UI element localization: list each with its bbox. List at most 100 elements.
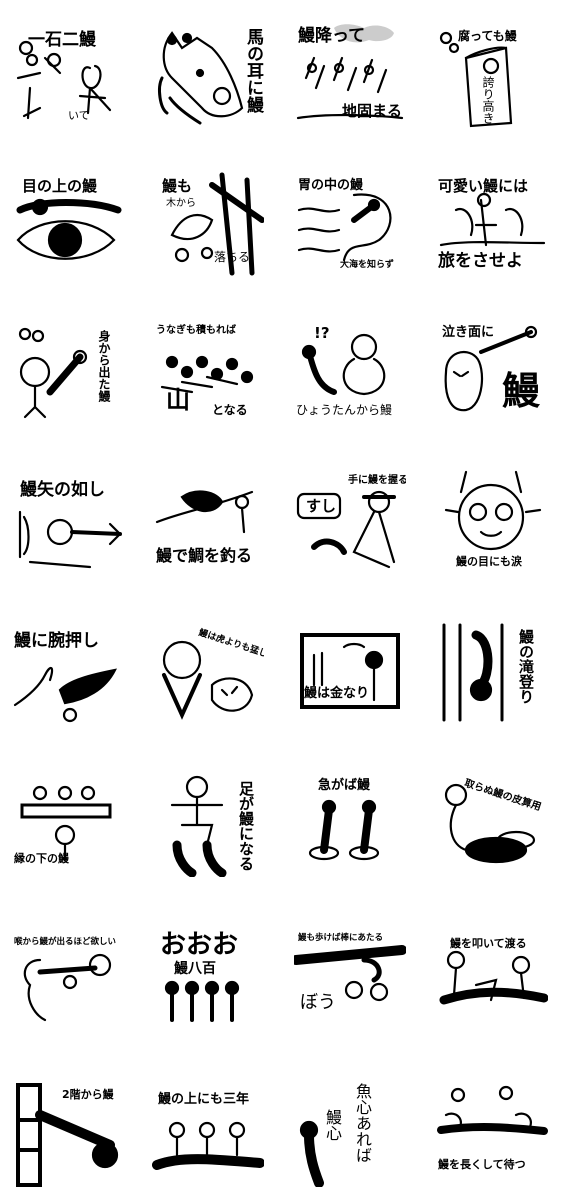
eel-tree-icon [170, 172, 264, 276]
caption: 手に鰻を握る [348, 475, 406, 486]
rotten-eel-trophy-icon [439, 31, 513, 128]
sticker-20[interactable]: 鰻の滝登り [436, 615, 548, 727]
caption: 鰻は金なり [304, 686, 370, 701]
gourd-eel-icon [301, 333, 386, 396]
eel-rain-icon [296, 24, 404, 120]
caption: 2階から鰻 [62, 1088, 114, 1101]
horse-eel-icon [158, 31, 244, 125]
caption-sub: となる [212, 403, 248, 417]
sticker-32[interactable]: 鰻を長くして待つ [436, 1075, 548, 1187]
caption: 魚心あれば [353, 1083, 372, 1163]
sticker-22[interactable]: 足が鰻になる [152, 765, 264, 877]
caption-sub: 誇り高き [481, 76, 495, 124]
sticker-28[interactable]: 鰻を叩いて渡る [436, 920, 548, 1032]
caption: 鰻の滝登り [517, 629, 535, 704]
sticker-27[interactable]: 鰻も歩けば棒にあたる ぼう [294, 920, 406, 1032]
caption-sub: 山 [166, 386, 190, 414]
sticker-17[interactable]: 鰻に腕押し [10, 615, 122, 727]
caption-sub: すし [306, 497, 337, 515]
caption: うなぎも積もれば [156, 325, 236, 336]
sticker-24[interactable]: 取らぬ鰻の皮算用 [436, 765, 548, 877]
caption: ひょうたんから鰻 [296, 403, 393, 417]
eel-stick-icon [294, 945, 406, 1002]
eel-waterfall-icon [442, 623, 504, 722]
sticker-12[interactable]: 泣き面に 鰻 [436, 312, 548, 424]
eel-from-body-icon [18, 327, 88, 419]
sticker-9[interactable]: 身から出た鰻 [10, 312, 122, 424]
caption: 可愛い鰻には [438, 177, 529, 195]
eel-second-floor-icon [16, 1083, 119, 1187]
caption-sub: !? [314, 324, 330, 342]
sticker-13[interactable]: 鰻矢の如し [10, 462, 122, 574]
sticker-4[interactable]: 腐っても鰻 誇り高き [436, 18, 548, 130]
sticker-30[interactable]: 鰻の上にも三年 [152, 1075, 264, 1187]
sticker-16[interactable]: 鰻の目にも涙 [436, 462, 548, 574]
sticker-15[interactable]: 手に鰻を握る すし [294, 462, 406, 574]
caption: 目の上の鰻 [22, 177, 98, 195]
sticker-2[interactable]: 馬の耳に鰻 [152, 18, 264, 130]
caption-sub: 地固まる [342, 102, 403, 120]
eel-arm-push-icon [13, 667, 117, 723]
caption-sub: 木から [166, 198, 196, 209]
sticker-26[interactable]: おおお 鰻八百 [152, 920, 264, 1032]
sticker-29[interactable]: 2階から鰻 [10, 1075, 122, 1187]
caption-sub: 旅をさせよ [438, 251, 523, 271]
caption: 泣き面に [442, 325, 495, 340]
sticker-5[interactable]: 目の上の鰻 [10, 165, 122, 277]
caption: 鰻矢の如し [20, 480, 105, 500]
caption: 一石二鰻 [28, 30, 96, 50]
caption: 鰻を叩いて渡る [450, 937, 527, 950]
eel-two-birds-stone-icon [16, 40, 112, 120]
caption: 鰻を長くして待つ [438, 1158, 526, 1171]
caption: 腐っても鰻 [458, 29, 517, 43]
sticker-18[interactable]: 鰻は虎よりも猛し [152, 615, 264, 727]
eel-under-floor-icon [20, 785, 112, 862]
sticker-21[interactable]: 縁の下の鰻 [10, 765, 122, 877]
sticker-14[interactable]: 鰻で鯛を釣る [152, 462, 264, 574]
caption: 鰻八百 [174, 961, 216, 977]
sticker-6[interactable]: 鰻も 木から 落ちる [152, 165, 264, 277]
caption-sub: 落ちる [214, 250, 251, 264]
sticker-8[interactable]: 可愛い鰻には 旅をさせよ [436, 165, 548, 277]
caption-sub: 鰻心 [323, 1109, 342, 1141]
hurry-eels-icon [308, 799, 380, 861]
eel-three-years-icon [152, 1121, 264, 1170]
eel-eight-hundred-icon [164, 980, 240, 1022]
sticker-3[interactable]: 鰻降って 地固まる [294, 18, 406, 130]
caption: 身から出た鰻 [97, 330, 111, 402]
sticker-23[interactable]: 急がば鰻 [294, 765, 406, 877]
sticker-19[interactable]: 鰻は金なり [294, 615, 406, 727]
eel-gold-icon [300, 633, 400, 709]
caption: 急がば鰻 [318, 778, 371, 793]
eel-stomach-icon [297, 193, 392, 262]
caption: 鰻降って [298, 26, 366, 46]
eel-tears-icon [444, 470, 542, 551]
caption: 鰻で鯛を釣る [156, 546, 253, 565]
sticker-31[interactable]: 魚心あれば 鰻心 [294, 1075, 406, 1187]
sushi-chef-icon [296, 490, 396, 569]
eel-mountain-icon [160, 355, 254, 394]
crying-eel-icon [444, 325, 538, 412]
eel-throat-icon [23, 953, 112, 1022]
sticker-25[interactable]: 喉から鰻が出るほど欲しい [10, 920, 122, 1032]
eel-fishing-icon [155, 490, 254, 534]
caption-sub: 鰻 [502, 369, 541, 413]
caption: 鰻も [162, 177, 193, 195]
eel-counting-icon [444, 783, 536, 864]
caption: 鰻の上にも三年 [158, 1092, 250, 1107]
caption: 喉から鰻が出るほど欲しい [14, 937, 117, 947]
sticker-1[interactable]: 一石二鰻 いて [10, 18, 122, 130]
sticker-10[interactable]: うなぎも積もれば 山 となる [152, 312, 264, 424]
eel-legs-icon [170, 775, 227, 877]
caption: 鰻に腕押し [14, 631, 99, 651]
caption-sub: いて [68, 109, 90, 122]
caption: 鰻も歩けば棒にあたる [298, 933, 384, 943]
eel-tiger-icon [162, 640, 254, 720]
caption-sub: ぼう [300, 992, 336, 1013]
caption: 胃の中の鰻 [298, 178, 364, 193]
eye-eel-icon [16, 198, 122, 260]
sticker-7[interactable]: 胃の中の鰻 大海を知らず [294, 165, 406, 277]
caption: 鰻の目にも涙 [456, 555, 522, 568]
sticker-11[interactable]: !? ひょうたんから鰻 [294, 312, 406, 424]
